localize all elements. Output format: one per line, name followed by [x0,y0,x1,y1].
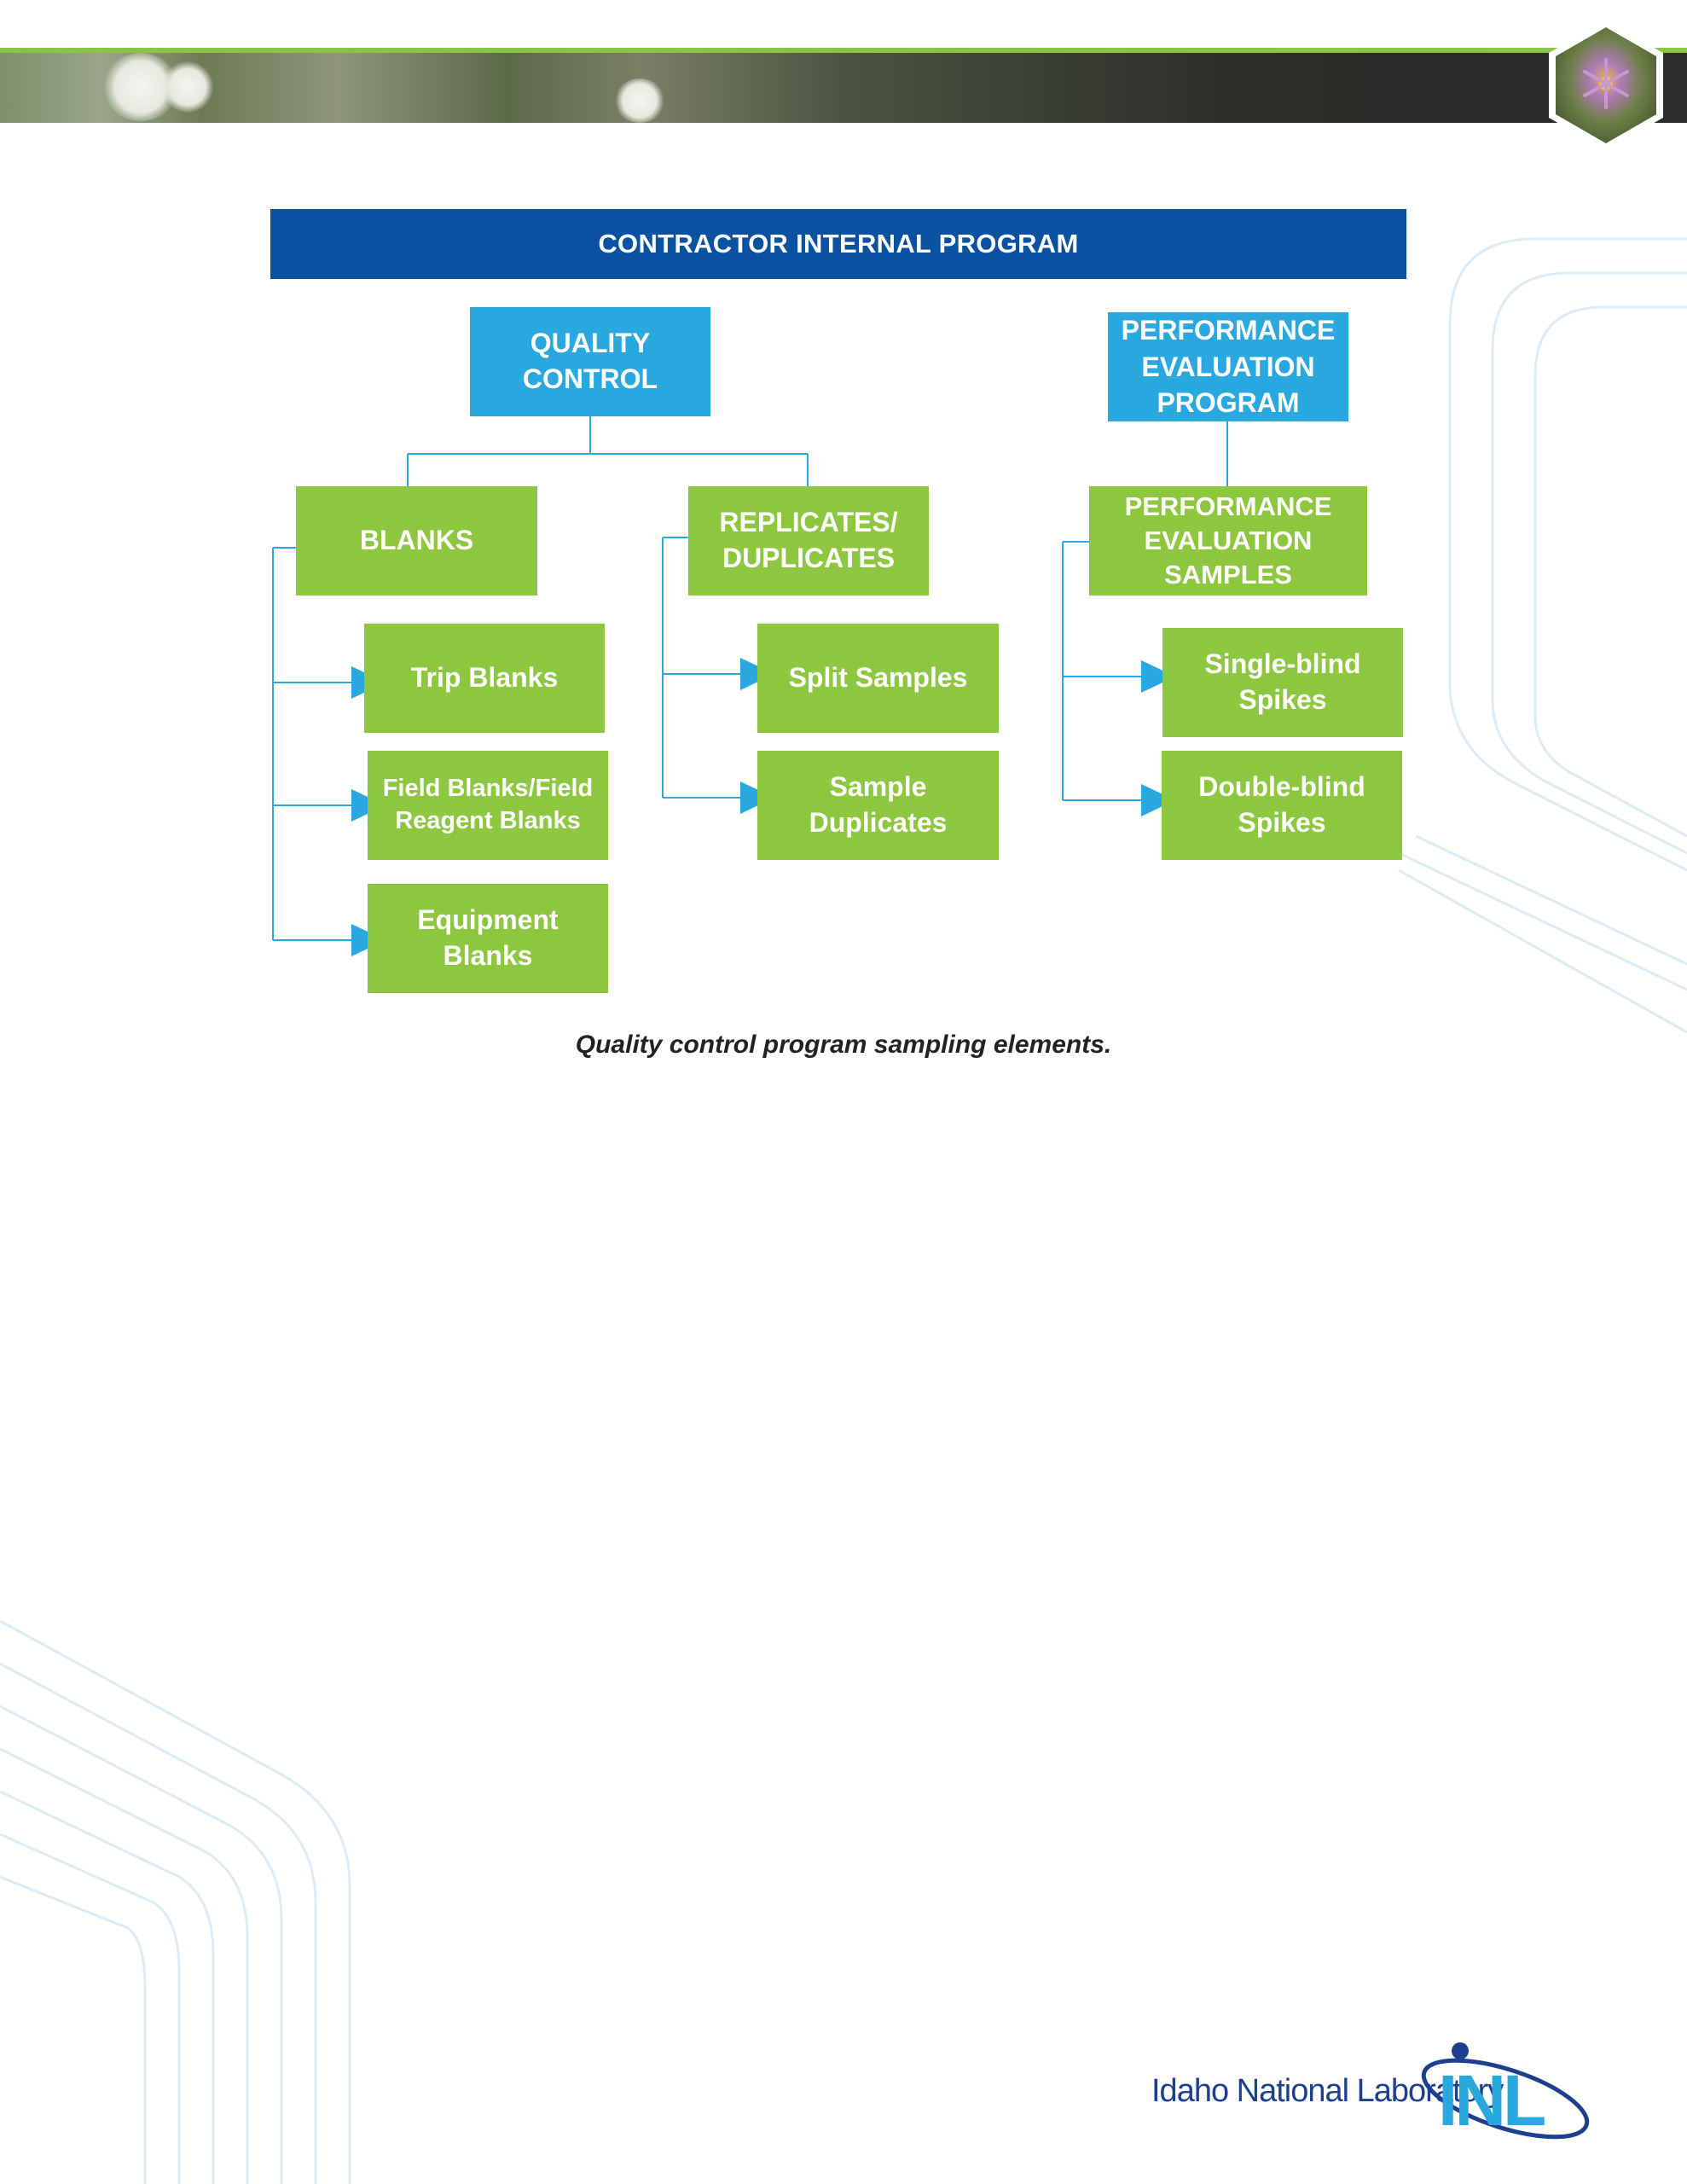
flower-decoration [162,61,213,113]
logo-mark: INL [1438,2060,1546,2140]
flower-decoration [614,78,665,123]
performance-evaluation-program-node: PERFORMANCE EVALUATION PROGRAM [1108,312,1348,421]
sample-duplicates-node: Sample Duplicates [757,751,999,860]
replicates-duplicates-node: REPLICATES/ DUPLICATES [688,486,929,595]
arrow-head-double-blind [1141,784,1175,816]
trip-blanks-node: Trip Blanks [364,624,605,733]
figure-caption: Quality control program sampling element… [575,1031,1112,1059]
header-photo-banner [0,53,1687,123]
equipment-blanks-node: Equipment Blanks [368,884,608,993]
arrow-head-single-blind [1141,660,1175,693]
contractor-program-header: CONTRACTOR INTERNAL PROGRAM [270,209,1406,279]
hexagon-flower-badge [1542,17,1670,154]
blanks-node: BLANKS [296,486,537,595]
performance-evaluation-samples-node: PERFORMANCE EVALUATION SAMPLES [1089,486,1367,595]
quality-control-node: QUALITY CONTROL [470,307,710,416]
field-blanks-node: Field Blanks/Field Reagent Blanks [368,751,608,860]
inl-logo: INL [1416,2030,1595,2158]
split-samples-node: Split Samples [757,624,999,733]
banner-accent-bar [0,48,1687,54]
single-blind-spikes-node: Single-blind Spikes [1162,628,1403,737]
double-blind-spikes-node: Double-blind Spikes [1162,751,1402,860]
